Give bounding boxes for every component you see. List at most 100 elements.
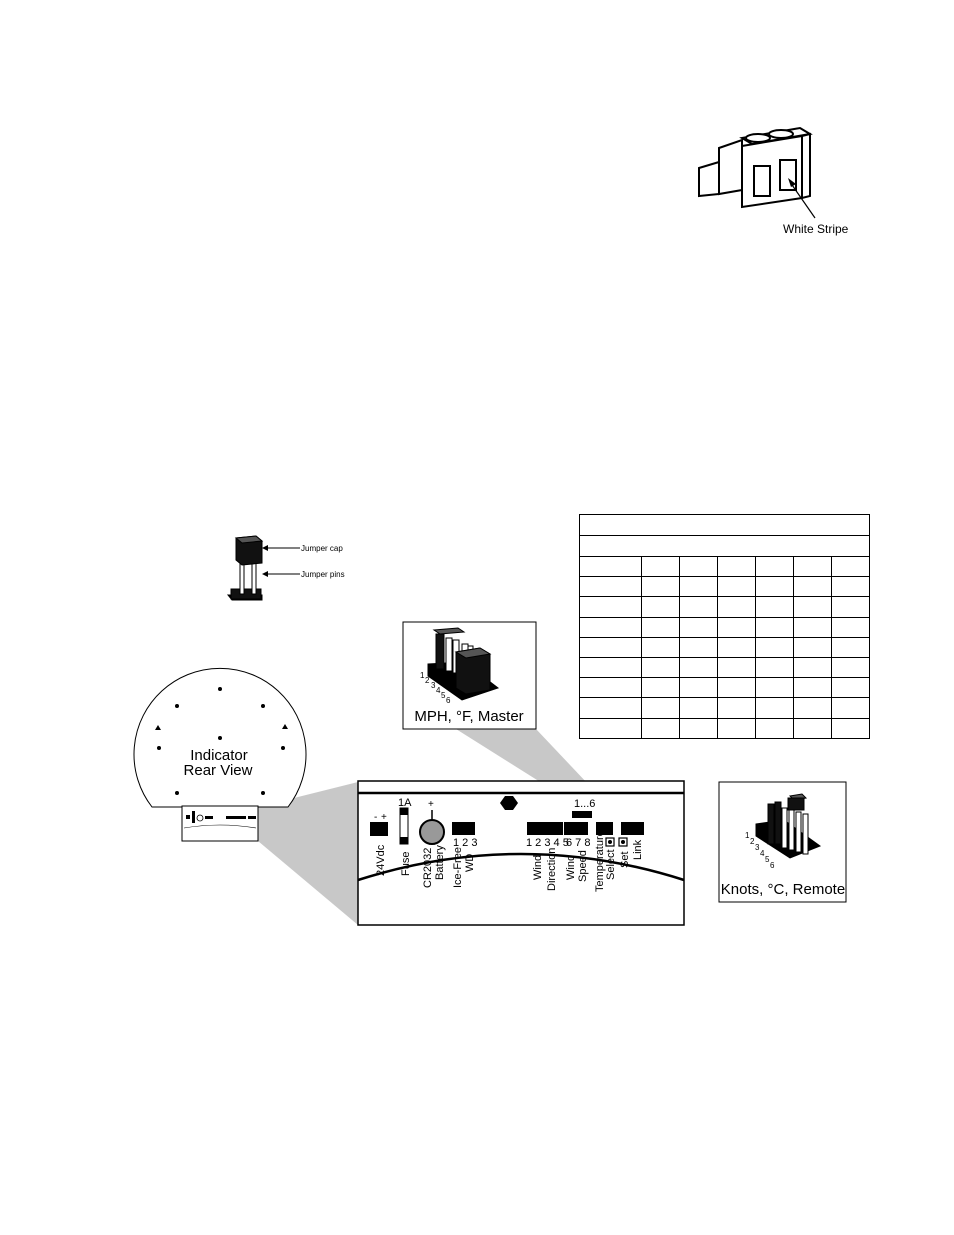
table-cell bbox=[641, 576, 680, 598]
battery-model-label: CR2032 bbox=[422, 848, 434, 888]
table-cell bbox=[641, 677, 680, 699]
master-pin-3: 3 bbox=[431, 681, 436, 690]
table-cell bbox=[717, 697, 756, 719]
link-terminal bbox=[621, 822, 644, 835]
table-cell bbox=[755, 555, 794, 578]
jumper-view-master: 1 2 3 4 5 6 MPH, °F, Master bbox=[402, 621, 537, 730]
table-cell bbox=[755, 596, 794, 618]
table-cell bbox=[830, 677, 871, 699]
jumper-cap-label: Jumper cap bbox=[301, 544, 343, 553]
table-cell bbox=[641, 656, 680, 679]
table-cell bbox=[679, 697, 718, 719]
speed-header bbox=[564, 822, 588, 835]
table-cell bbox=[793, 717, 832, 739]
jumper-cap-arrowhead bbox=[262, 545, 268, 551]
table-cell bbox=[679, 636, 718, 658]
table-cell bbox=[579, 576, 642, 598]
power-label: 24Vdc bbox=[375, 844, 387, 876]
jumper-range-label: 1...6 bbox=[574, 798, 595, 810]
table-cell bbox=[679, 576, 718, 598]
master-config-label: MPH, °F, Master bbox=[414, 708, 523, 725]
remote-pin-2: 2 bbox=[750, 837, 755, 846]
battery-cell bbox=[419, 819, 445, 845]
master-pin-2: 2 bbox=[425, 676, 430, 685]
jumper-view-remote: 1 2 3 4 5 6 Knots, °C, Remote bbox=[718, 781, 847, 903]
magnifier-wedge-board bbox=[258, 782, 358, 925]
table-cell bbox=[830, 576, 871, 598]
table-row bbox=[579, 656, 871, 679]
table-cell bbox=[641, 697, 680, 719]
remote-pin-4: 4 bbox=[760, 849, 765, 858]
table-cell bbox=[679, 717, 718, 739]
icefree-pins-label: 1 2 3 bbox=[453, 837, 477, 849]
white-stripe-arrowhead bbox=[788, 178, 796, 187]
mini-board bbox=[181, 805, 259, 842]
table-cell bbox=[641, 636, 680, 658]
select-label: Select bbox=[605, 849, 617, 880]
table-cell bbox=[579, 717, 642, 739]
jumper-pins-arrowhead bbox=[262, 571, 268, 577]
table-cell bbox=[830, 717, 871, 739]
table-cell bbox=[717, 677, 756, 699]
master-pin-4: 4 bbox=[436, 686, 441, 695]
table-cell bbox=[717, 596, 756, 618]
table-cell bbox=[830, 697, 871, 719]
table-cell bbox=[579, 616, 642, 638]
fuse-label: Fuse bbox=[400, 852, 412, 876]
direction-pins-label: 1 2 3 4 5 bbox=[526, 837, 569, 849]
icefree-label: Ice-Free bbox=[452, 847, 464, 888]
master-pin-5: 5 bbox=[441, 691, 446, 700]
battery-plus-label: + bbox=[428, 799, 434, 810]
table-cell bbox=[579, 636, 642, 658]
table-cell bbox=[679, 677, 718, 699]
table-row bbox=[579, 555, 871, 578]
table-cell bbox=[793, 616, 832, 638]
master-pin-1: 1 bbox=[420, 671, 425, 680]
table-cell bbox=[579, 656, 642, 679]
speed-wind-label: Wind bbox=[565, 855, 577, 880]
table-row bbox=[579, 596, 871, 618]
table-cell bbox=[793, 656, 832, 679]
circuit-board: - + 24Vdc 1A Fuse + CR2032 Battery 1 2 3… bbox=[357, 780, 685, 926]
table-cell bbox=[830, 616, 871, 638]
table-cell bbox=[755, 616, 794, 638]
table-cell bbox=[717, 555, 756, 578]
table-cell bbox=[755, 677, 794, 699]
fuse-rating-label: 1A bbox=[398, 797, 412, 809]
table-cell bbox=[755, 717, 794, 739]
temperature-label: Temperature bbox=[594, 830, 606, 892]
power-minus-label: - bbox=[374, 812, 377, 823]
table-cell bbox=[641, 596, 680, 618]
table-cell bbox=[717, 636, 756, 658]
remote-pin-1: 1 bbox=[745, 831, 750, 840]
table-cell bbox=[793, 636, 832, 658]
remote-pin-6: 6 bbox=[770, 861, 775, 870]
link-label: Link bbox=[632, 839, 644, 860]
table-cell bbox=[755, 636, 794, 658]
table-cell bbox=[679, 616, 718, 638]
white-stripe-leader bbox=[789, 181, 816, 219]
mounting-holes bbox=[155, 687, 288, 795]
jumper-block bbox=[572, 811, 592, 818]
table-cell bbox=[641, 717, 680, 739]
indicator-title-line1: Indicator bbox=[190, 747, 248, 764]
table-row bbox=[579, 677, 871, 699]
table-cell bbox=[830, 555, 871, 578]
direction-label: Direction bbox=[546, 848, 558, 891]
remote-pin-3: 3 bbox=[755, 843, 760, 852]
table-cell bbox=[755, 656, 794, 679]
temperature-header bbox=[596, 822, 613, 835]
table-title-row bbox=[578, 514, 871, 536]
power-plus-label: + bbox=[381, 812, 387, 823]
table-cell bbox=[717, 717, 756, 739]
remote-pin-5: 5 bbox=[765, 855, 770, 864]
battery-label: Battery bbox=[434, 845, 446, 880]
table-cell bbox=[679, 555, 718, 578]
table-cell bbox=[793, 596, 832, 618]
master-pin-6: 6 bbox=[446, 696, 451, 705]
table-cell bbox=[793, 677, 832, 699]
direction-header bbox=[527, 822, 563, 835]
icefree-wd-label: WD bbox=[464, 854, 476, 872]
table-cell bbox=[579, 677, 642, 699]
